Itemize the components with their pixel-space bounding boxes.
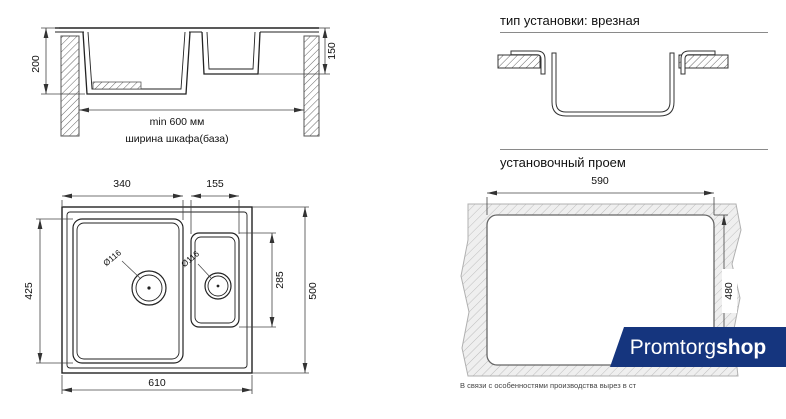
- dim-depth-left-label: 200: [30, 55, 42, 73]
- dim-cutout-height-label: 480: [723, 282, 735, 300]
- countertop-right-section: [678, 54, 729, 69]
- dim-bowl1-width: [61, 193, 184, 220]
- dim-bowl1-length: [36, 218, 73, 364]
- logo-text-regular: Promtorg: [629, 335, 717, 359]
- bowl-left-section: [82, 31, 191, 95]
- dim-bowl2-width-label: 155: [206, 178, 224, 190]
- top-view-drawing: Ø116 Ø116 340 155 425 285: [23, 178, 319, 394]
- sink-outline: [61, 206, 253, 374]
- dim-depth-left: [41, 27, 85, 95]
- drain-large-leader: [121, 260, 142, 280]
- dim-label-backing: [722, 269, 737, 313]
- countertop-left-section: [497, 54, 541, 69]
- cabinet-width-caption: ширина шкафа(база): [125, 133, 228, 145]
- install-type-drawing: [497, 50, 729, 117]
- bowl-small: [190, 232, 240, 328]
- production-note: В связи с особенностями производства выр…: [460, 381, 637, 390]
- logo-text-bold: shop: [716, 335, 767, 359]
- dim-total-length: [252, 206, 309, 374]
- bowl-large: [72, 218, 184, 364]
- dim-cabinet-width-label: min 600 мм: [150, 116, 205, 128]
- dim-depth-right-label: 150: [326, 42, 338, 60]
- dim-cutout-width: [486, 190, 715, 215]
- dim-bowl2-length: [239, 232, 276, 328]
- dim-cutout-width-label: 590: [591, 175, 609, 187]
- install-type-title: тип установки: врезная: [500, 13, 640, 28]
- sink-rim: [55, 27, 319, 33]
- dim-bowl1-length-label: 425: [23, 282, 35, 300]
- cabinet-left-panel: [60, 35, 80, 137]
- dim-bowl1-width-label: 340: [113, 178, 131, 190]
- dim-total-width: [61, 375, 253, 394]
- install-type-underline: [500, 32, 768, 33]
- drain-large: [131, 270, 167, 306]
- drain-small: [204, 272, 232, 300]
- dim-bowl2-length-label: 285: [274, 271, 286, 289]
- dim-total-width-label: 610: [148, 377, 166, 389]
- sink-rim-left-profile: [510, 50, 546, 75]
- dim-bowl2-width: [190, 193, 240, 234]
- section-separator: [500, 149, 768, 150]
- sink-basin-profile: [551, 52, 675, 117]
- dim-depth-right: [258, 27, 330, 75]
- dim-total-length-label: 500: [307, 282, 319, 300]
- sink-rim-inner: [66, 211, 248, 369]
- opening-title: установочный проем: [500, 155, 626, 170]
- sink-rim-right-profile: [680, 50, 716, 75]
- drain-small-leader: [197, 263, 212, 279]
- section-view-drawing: 200 150 min 600 мм ширина шкафа(база): [30, 27, 338, 145]
- bowl-right-section: [201, 31, 261, 75]
- cabinet-right-panel: [303, 35, 320, 137]
